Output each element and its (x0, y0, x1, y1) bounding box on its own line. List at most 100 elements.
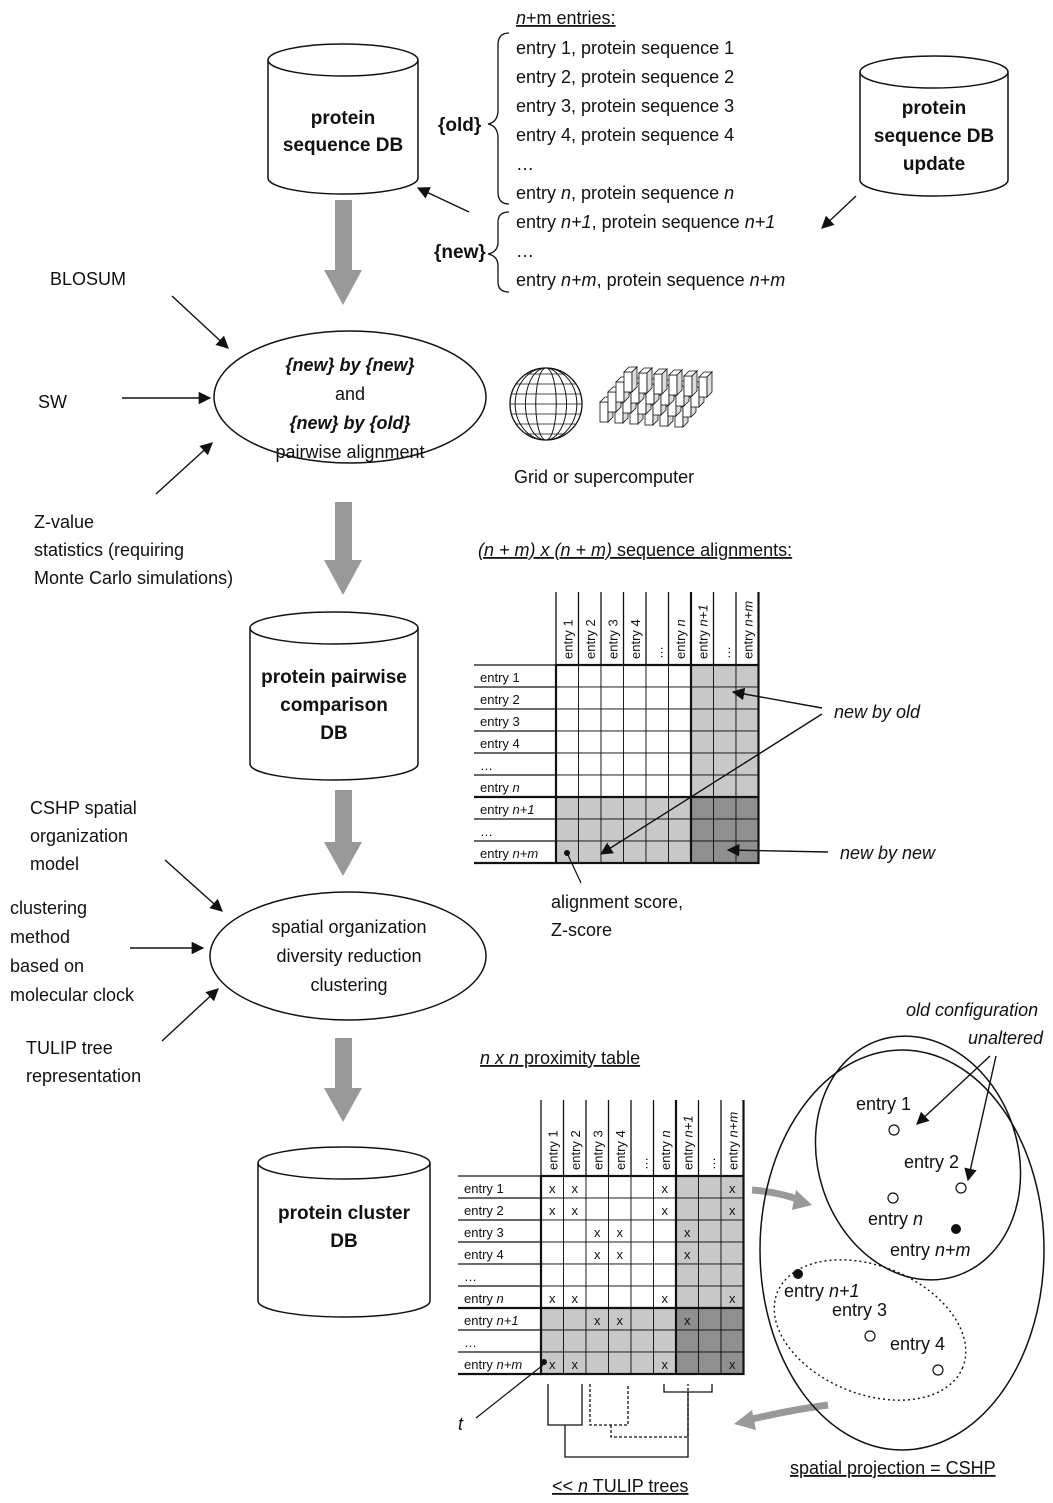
matrix-cell (713, 686, 737, 710)
matrix-cell (555, 752, 579, 776)
matrix-cell (690, 664, 714, 688)
tulip-trees-label: << n TULIP trees (552, 1476, 688, 1496)
cshp-to-trees-arrow (747, 1401, 829, 1424)
t-pointer (475, 1364, 544, 1419)
matrix-col-label: … (651, 646, 666, 659)
entry-2: entry 2, protein sequence 2 (516, 67, 734, 87)
matrix-cell (675, 1285, 699, 1309)
matrix-cell (645, 708, 669, 732)
matrix-cell (668, 686, 692, 710)
flow-arrow-3 (324, 790, 362, 876)
blosum-label: BLOSUM (50, 269, 126, 289)
flow-arrow-1 (324, 200, 362, 305)
tulip-line1: TULIP tree (26, 1038, 113, 1058)
matrix-row-label: entry 4 (480, 736, 520, 751)
matrix-row-label: entry 3 (480, 714, 520, 729)
matrix-cell (645, 774, 669, 798)
matrix-mark: x (662, 1181, 669, 1196)
zvalue-arrow (155, 442, 213, 495)
matrix-cell (555, 664, 579, 688)
new-by-new-label: new by new (840, 843, 936, 863)
matrix-cell (690, 752, 714, 776)
cshp-line3: model (30, 854, 79, 874)
matrix-cell (698, 1285, 722, 1309)
matrix-cell (608, 1285, 632, 1309)
t-label: t (458, 1414, 464, 1434)
point-entry3-label: entry 3 (832, 1300, 887, 1320)
matrix-mark: x (684, 1225, 691, 1240)
matrix-cell (690, 796, 714, 820)
matrix-cell (645, 818, 669, 842)
matrix-cell (585, 1197, 609, 1221)
matrix-cell (675, 1329, 699, 1353)
matrix-cell (690, 774, 714, 798)
matrix-cell (645, 664, 669, 688)
matrix-cell (623, 664, 647, 688)
matrix-cell (690, 818, 714, 842)
matrix-cell (623, 730, 647, 754)
matrix-cell (630, 1263, 654, 1287)
matrix-cell (698, 1263, 722, 1287)
matrix-row-label: entry n+m (464, 1357, 522, 1372)
matrix-cell (585, 1351, 609, 1375)
matrix-cell (578, 664, 602, 688)
matrix-cell (713, 818, 737, 842)
score-line2: Z-score (551, 920, 612, 940)
matrix-cell (600, 730, 624, 754)
cluster-line1: spatial organization (271, 917, 426, 937)
matrix-cell (555, 730, 579, 754)
matrix-cell (585, 1175, 609, 1199)
matrix-cell (653, 1329, 677, 1353)
matrix-col-label: entry n+1 (681, 1115, 696, 1170)
matrix-mark: x (684, 1313, 691, 1328)
align-line4: pairwise alignment (275, 442, 424, 462)
matrix-row-label: … (464, 1335, 477, 1350)
matrix-col-label: … (636, 1157, 651, 1170)
cshp-outer-ellipse (759, 1049, 1045, 1451)
align-line3: {new} by {old} (289, 413, 410, 433)
matrix-col-label: entry 4 (628, 619, 643, 659)
entry-ellipsis: … (516, 154, 534, 174)
matrix-col-label: entry 2 (583, 619, 598, 659)
score-pointer (567, 854, 582, 884)
matrix-cell (668, 840, 692, 864)
cshp-to-trees-arrowhead (734, 1410, 756, 1430)
point-entry1 (888, 1124, 900, 1136)
new-by-old-label: new by old (834, 702, 921, 722)
db-pairwise-line1: protein pairwise (261, 667, 407, 688)
matrix-cell (608, 1351, 632, 1375)
matrix-cell (630, 1285, 654, 1309)
matrix-cell (690, 686, 714, 710)
matrix-mark: x (617, 1225, 624, 1240)
entry-n1: entry n+1, protein sequence n+1 (516, 212, 775, 232)
matrix-cell (668, 664, 692, 688)
point-entry2-label: entry 2 (904, 1152, 959, 1172)
old-config-arrow-2 (964, 1055, 997, 1182)
matrix-col-label: entry n (673, 619, 688, 659)
matrix-mark: x (617, 1247, 624, 1262)
matrix-col-label: entry 4 (613, 1130, 628, 1170)
matrix-cell (653, 1241, 677, 1265)
matrix-cell (585, 1263, 609, 1287)
matrix-cell (630, 1197, 654, 1221)
old-cluster-ellipse (814, 1035, 1022, 1281)
matrix-cell (555, 708, 579, 732)
matrix-row-label: … (480, 824, 493, 839)
entries-header: n+m entries: (516, 8, 616, 28)
matrix-mark: x (684, 1247, 691, 1262)
db-pairwise-line2: comparison (280, 695, 388, 716)
clustering-line4: molecular clock (10, 985, 135, 1005)
matrix-cell (555, 818, 579, 842)
matrix-cell (713, 752, 737, 776)
matrix-cell (608, 1175, 632, 1199)
db-top-line2: sequence DB (283, 135, 403, 156)
old-config-line1: old configuration (906, 1000, 1038, 1020)
matrix-cell (608, 1263, 632, 1287)
matrix-cell (713, 796, 737, 820)
matrix-cell (698, 1307, 722, 1331)
matrix-cell (623, 774, 647, 798)
entry-nm: entry n+m, protein sequence n+m (516, 270, 785, 290)
cshp-line2: organization (30, 826, 128, 846)
